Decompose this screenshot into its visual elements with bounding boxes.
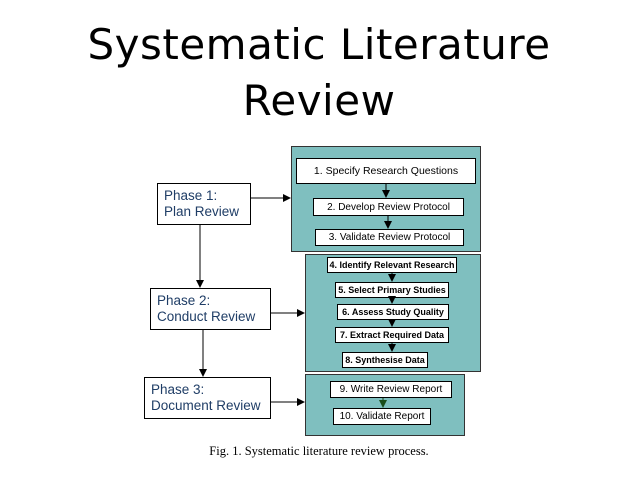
phase-1-box: Phase 1: Plan Review [157,183,251,225]
step-4-box: 4. Identify Relevant Research [327,257,457,273]
slide-title-line-2: Review [242,76,396,125]
step-7-box: 7. Extract Required Data [335,327,449,343]
step-3-box: 3. Validate Review Protocol [315,229,464,246]
phase-3-label: Phase 3: [151,382,205,397]
phase-2-name: Conduct Review [157,309,256,324]
phase-2-box: Phase 2: Conduct Review [150,288,271,330]
phase-3-box: Phase 3: Document Review [144,377,271,419]
figure-caption: Fig. 1. Systematic literature review pro… [209,444,429,458]
step-8-box: 8. Synthesise Data [342,352,428,368]
phase-1-name: Plan Review [164,204,240,219]
slide-title-line-1: Systematic Literature [87,20,551,69]
step-2-box: 2. Develop Review Protocol [313,198,464,216]
step-10-box: 10. Validate Report [333,408,431,425]
step-9-box: 9. Write Review Report [330,381,452,398]
phase-1-label: Phase 1: [164,188,218,203]
step-1-box: 1. Specify Research Questions [296,158,476,184]
phase-2-label: Phase 2: [157,293,211,308]
phase-3-name: Document Review [151,398,261,413]
